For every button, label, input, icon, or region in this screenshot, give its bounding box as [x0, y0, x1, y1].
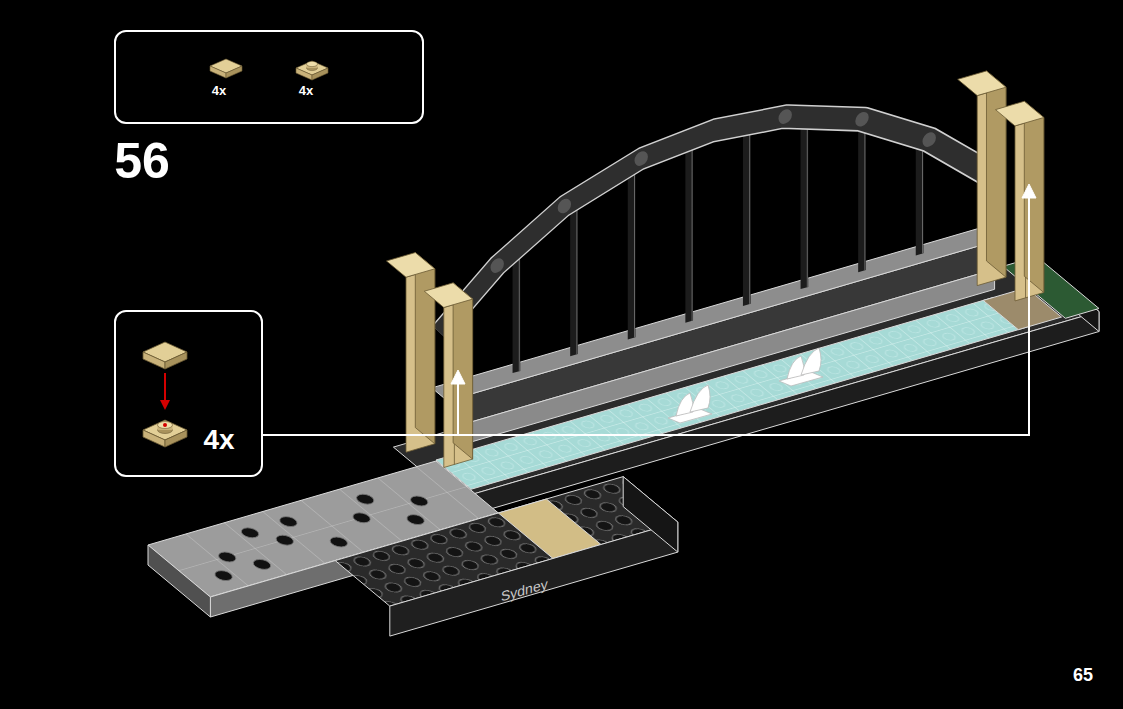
- stud: [327, 535, 351, 548]
- quantity-label: 4x: [299, 84, 313, 97]
- block-front: [390, 522, 678, 636]
- parts-icons: [210, 59, 328, 80]
- tile-side: [143, 352, 165, 369]
- pylon-top: [424, 283, 472, 308]
- pylon-side: [415, 253, 435, 444]
- parts-list-box: 4x 4x: [114, 30, 424, 124]
- callout-icons: [143, 342, 187, 447]
- stud: [215, 550, 239, 563]
- stud: [276, 515, 300, 528]
- stud: [273, 534, 297, 547]
- callout-box: 4x: [114, 310, 263, 477]
- pylon-top: [996, 101, 1044, 126]
- right-pylons: [958, 71, 1044, 301]
- stud-top: [307, 61, 318, 66]
- quantity-label: 4x: [203, 426, 234, 454]
- plate-side: [148, 545, 210, 617]
- stud: [353, 493, 377, 506]
- stud: [211, 569, 235, 582]
- arrowhead: [451, 370, 465, 384]
- arrowhead: [1022, 184, 1036, 198]
- bridge-arch: [440, 51, 987, 395]
- stud: [250, 558, 274, 571]
- assembly-arrow: [164, 373, 166, 402]
- page-number: 65: [1073, 666, 1093, 684]
- pylon-top: [387, 253, 435, 278]
- assembly-arrowhead: [160, 400, 170, 410]
- quantity-label: 4x: [212, 84, 226, 97]
- tile-side: [210, 66, 226, 78]
- block-side: [623, 477, 678, 553]
- assembly-point: [163, 423, 167, 427]
- stud: [238, 526, 262, 539]
- stud: [349, 511, 373, 524]
- arch-outline: [440, 51, 987, 333]
- leader-line: [263, 196, 1029, 435]
- pylon-side: [987, 71, 1007, 277]
- tile-side: [226, 66, 242, 78]
- opera-shell: [801, 348, 821, 375]
- deck-girder: [447, 241, 994, 429]
- arch-chord: [440, 51, 987, 333]
- opera-shell: [676, 393, 693, 416]
- name-block: [335, 477, 678, 636]
- pylon-top: [958, 71, 1006, 96]
- opera-shell: [787, 356, 804, 379]
- stud-top: [158, 422, 173, 429]
- stud: [407, 494, 431, 507]
- stud: [403, 513, 427, 526]
- tile-side: [165, 352, 187, 369]
- opera-shell: [690, 385, 710, 412]
- arch-joint: [497, 75, 929, 266]
- leader-lines: [263, 184, 1036, 435]
- step-number: 56: [114, 136, 170, 186]
- leader-line: [457, 381, 459, 435]
- opera-house: [668, 348, 823, 423]
- base-inscription: Sydney: [501, 576, 548, 603]
- pylon-side: [453, 283, 473, 459]
